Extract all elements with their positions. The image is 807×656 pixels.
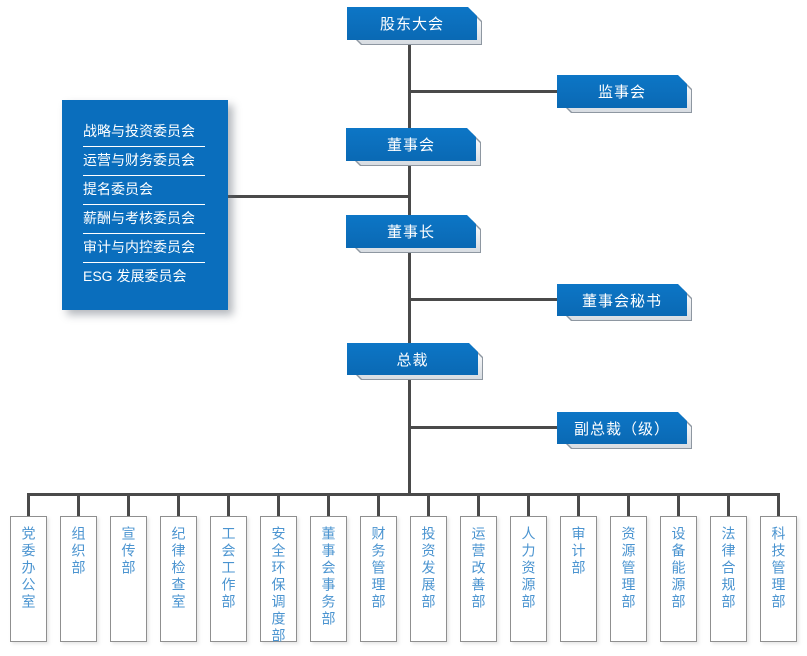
node-label: 董事长: [386, 224, 435, 241]
dept-operation-improvement: 运营改善部: [460, 516, 497, 642]
dept-investment-development: 投资发展部: [410, 516, 447, 642]
committee-item: 运营与财务委员会: [83, 147, 205, 176]
dept-label: 运营改善部: [470, 526, 487, 611]
node-face: 董事会秘书: [557, 284, 687, 316]
node-supervisory-board: 监事会: [557, 75, 687, 108]
connector-department-bus: [27, 493, 780, 496]
connector-dept-stub: [577, 493, 580, 516]
node-face: 董事长: [346, 215, 476, 248]
connector-dept-stub: [477, 493, 480, 516]
committee-item: ESG 发展委员会: [83, 268, 187, 284]
dept-audit: 审计部: [560, 516, 597, 642]
node-label: 股东大会: [379, 16, 444, 33]
connector-dept-stub: [377, 493, 380, 516]
node-shareholders-meeting: 股东大会: [347, 7, 477, 40]
committees-panel: 战略与投资委员会 运营与财务委员会 提名委员会 薪酬与考核委员会 审计与内控委员…: [62, 100, 228, 310]
dept-human-resources: 人力资源部: [510, 516, 547, 642]
dept-label: 董事会事务部: [320, 526, 337, 628]
dept-label: 审计部: [570, 526, 587, 577]
node-face: 副总裁（级）: [557, 412, 687, 444]
connector-board-chairman: [408, 160, 411, 215]
connector-dept-stub: [427, 493, 430, 516]
dept-label: 资源管理部: [620, 526, 637, 611]
dept-party-committee-office: 党委办公室: [10, 516, 47, 642]
dept-label: 人力资源部: [520, 526, 537, 611]
dept-label: 安全环保调度部: [270, 526, 287, 645]
committee-item: 提名委员会: [83, 176, 205, 205]
committees-list: 战略与投资委员会 运营与财务委员会 提名委员会 薪酬与考核委员会 审计与内控委员…: [83, 118, 205, 291]
node-label: 董事会秘书: [581, 292, 662, 310]
dept-legal-compliance: 法律合规部: [710, 516, 747, 642]
connector-dept-stub: [727, 493, 730, 516]
connector-dept-stub: [77, 493, 80, 516]
node-president: 总裁: [347, 343, 478, 375]
node-face: 总裁: [347, 343, 478, 375]
node-label: 监事会: [597, 84, 646, 101]
node-label: 总裁: [396, 351, 429, 369]
connector-dept-stub: [677, 493, 680, 516]
node-label: 副总裁（级）: [573, 420, 670, 438]
dept-label: 纪律检查室: [170, 526, 187, 611]
node-face: 监事会: [557, 75, 687, 108]
connector-dept-stub: [627, 493, 630, 516]
connector-dept-stub: [27, 493, 30, 516]
dept-technology-management: 科技管理部: [760, 516, 797, 642]
dept-organization: 组织部: [60, 516, 97, 642]
dept-resource-management: 资源管理部: [610, 516, 647, 642]
node-face: 股东大会: [347, 7, 477, 40]
connector-dept-stub: [277, 493, 280, 516]
connector-dept-stub: [127, 493, 130, 516]
dept-label: 法律合规部: [720, 526, 737, 611]
connector-dept-stub: [327, 493, 330, 516]
dept-label: 财务管理部: [370, 526, 387, 611]
committee-item: 薪酬与考核委员会: [83, 205, 205, 234]
connector-dept-stub: [527, 493, 530, 516]
dept-label: 党委办公室: [20, 526, 37, 611]
committee-item: 审计与内控委员会: [83, 234, 205, 263]
committee-item: 战略与投资委员会: [83, 118, 205, 147]
node-chairman: 董事长: [346, 215, 476, 248]
node-face: 董事会: [346, 128, 476, 161]
connector-dept-stub: [777, 493, 780, 516]
dept-labor-union: 工会工作部: [210, 516, 247, 642]
dept-financial-management: 财务管理部: [360, 516, 397, 642]
dept-label: 设备能源部: [670, 526, 687, 611]
dept-label: 投资发展部: [420, 526, 437, 611]
node-board-of-directors: 董事会: [346, 128, 476, 161]
node-vice-president: 副总裁（级）: [557, 412, 687, 444]
dept-label: 宣传部: [120, 526, 137, 577]
dept-equipment-energy: 设备能源部: [660, 516, 697, 642]
connector-committees-branch: [228, 195, 410, 198]
connector-vp-branch: [410, 426, 557, 429]
connector-supervisory-branch: [410, 90, 557, 93]
connector-dept-stub: [227, 493, 230, 516]
dept-publicity: 宣传部: [110, 516, 147, 642]
connector-chairman-president: [408, 247, 411, 343]
connector-president-bus: [408, 374, 411, 496]
dept-label: 工会工作部: [220, 526, 237, 611]
node-label: 董事会: [386, 137, 435, 154]
dept-safety-environment-dispatch: 安全环保调度部: [260, 516, 297, 645]
connector-secretary-branch: [410, 298, 557, 301]
connector-dept-stub: [177, 493, 180, 516]
connector-shareholders-board: [408, 40, 411, 128]
dept-label: 组织部: [70, 526, 87, 577]
dept-board-affairs: 董事会事务部: [310, 516, 347, 642]
dept-label: 科技管理部: [770, 526, 787, 611]
node-board-secretary: 董事会秘书: [557, 284, 687, 316]
dept-discipline-inspection: 纪律检查室: [160, 516, 197, 642]
